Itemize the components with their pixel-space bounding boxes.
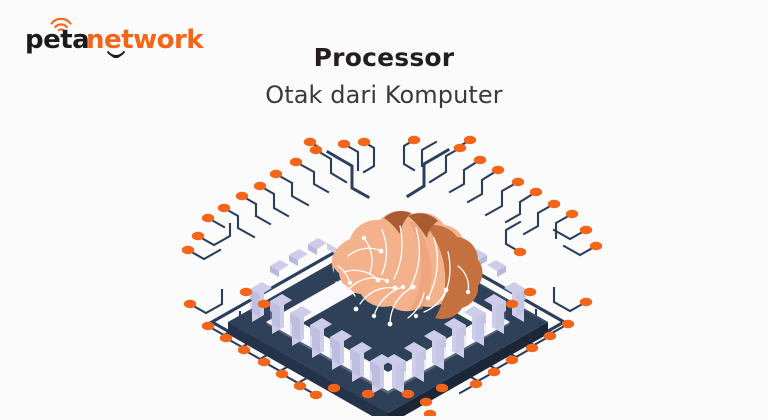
heading-block: Processor Otak dari Komputer xyxy=(0,42,768,112)
wifi-signal-icon xyxy=(50,17,72,32)
brand-logo[interactable]: peta network xyxy=(24,12,204,58)
logo-word-peta: peta xyxy=(25,25,89,55)
brain xyxy=(331,210,483,327)
page-title: Processor xyxy=(313,43,455,72)
logo-word-network: network xyxy=(86,25,204,55)
wifi-signal-inverted-icon xyxy=(107,51,125,58)
terminal-nodes xyxy=(181,135,603,416)
processor-brain-illustration xyxy=(181,135,603,416)
cpu-pins-front xyxy=(250,282,526,394)
page-subtitle: Otak dari Komputer xyxy=(265,81,503,109)
